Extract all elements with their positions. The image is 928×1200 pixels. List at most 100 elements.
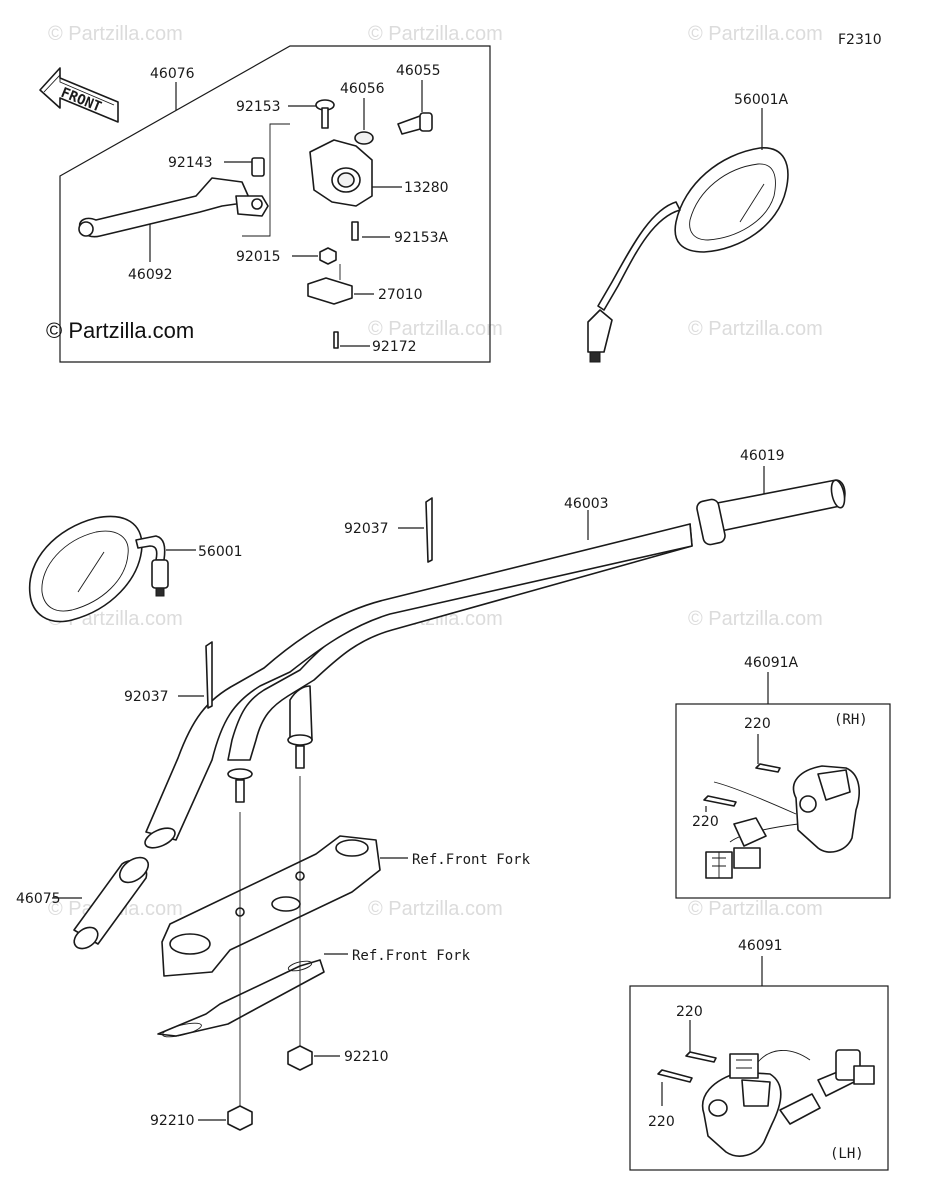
label-92210-left: 92210 [150, 1113, 195, 1129]
mirror-right-reflection [739, 183, 765, 223]
mirror-left-thread [155, 587, 165, 597]
holder-bore-inner [337, 172, 355, 188]
grip-right-end [830, 479, 846, 509]
switch-lh-box [629, 985, 889, 1171]
switch-rh-connector-small [733, 817, 767, 847]
label-56001: 56001 [198, 544, 243, 560]
watermark: © Partzilla.com [368, 898, 503, 920]
label-220-rh-top: 220 [744, 716, 771, 732]
label-92153A: 92153A [394, 230, 449, 246]
handlebar-holder-lower [157, 959, 325, 1037]
label-46092: 46092 [128, 267, 173, 283]
figure-code: F2310 [838, 32, 882, 48]
switch-rh-bore [799, 795, 817, 813]
assembly-bracket [242, 123, 290, 237]
mirror-right-thread [589, 351, 601, 363]
adjuster-46055-head [419, 112, 433, 132]
handlebar-group: 46003 [144, 496, 693, 849]
lower-bore-left [162, 1022, 202, 1038]
mirror-right-stem [597, 201, 681, 311]
mirror-left-reflection [77, 551, 105, 593]
label-lh: (LH) [830, 1146, 864, 1162]
watermark: © Partzilla.com [368, 318, 503, 340]
handlebar-left-tube [145, 523, 693, 841]
front-arrow: FRONT [39, 67, 119, 123]
label-92143: 92143 [168, 155, 213, 171]
bolt-92153A [351, 221, 359, 241]
label-46055: 46055 [396, 63, 441, 79]
grip-right-body [711, 479, 846, 533]
mirror-right-glass [689, 163, 776, 241]
switch-rh-group: 46091A (RH) 220 220 [675, 655, 891, 899]
label-220-lh-left: 220 [648, 1114, 675, 1130]
copyright-text: © Partzilla.com [46, 318, 194, 343]
grip-left-group: 46075 [16, 856, 150, 950]
screw-220-lh-left [657, 1069, 693, 1083]
switch-lh-wire [757, 1050, 811, 1063]
handlebar-holder-upper [161, 835, 381, 977]
switch-lh-connector-right-2 [853, 1065, 875, 1085]
watermark: © Partzilla.com [48, 23, 183, 45]
handlebar-riser-right [289, 685, 313, 741]
clamp-92037-top-group: 92037 [344, 497, 433, 563]
watermark: © Partzilla.com [688, 318, 823, 340]
label-92153: 92153 [236, 99, 281, 115]
washer-46056 [354, 131, 374, 145]
label-rh: (RH) [834, 712, 868, 728]
label-92037-left: 92037 [124, 689, 169, 705]
screw-220-lh-top [685, 1051, 717, 1063]
switch-lh-bore [708, 1099, 728, 1117]
switch-lh-connector-left [729, 1053, 759, 1079]
label-46003: 46003 [564, 496, 609, 512]
label-56001A: 56001A [734, 92, 789, 108]
switch-rh-button-top [817, 769, 851, 801]
riser-left-end [227, 768, 253, 780]
holder-center-hole [271, 896, 301, 912]
riser-right-end [287, 734, 313, 746]
nuts-92210-group: 92210 92210 [150, 1045, 389, 1131]
grip-left-flange [118, 856, 150, 884]
riser-right-stud [295, 745, 305, 769]
switch-lh-connector-grid [736, 1059, 752, 1069]
label-13280: 13280 [404, 180, 449, 196]
mirror-left-group: 56001 [28, 515, 243, 623]
lever-ball-end [78, 221, 94, 237]
handlebar-holder-group: Ref.Front Fork Ref.Front Fork [157, 776, 531, 1106]
mirror-right-base [587, 309, 613, 353]
label-27010: 27010 [378, 287, 423, 303]
label-220-rh-left: 220 [692, 814, 719, 830]
front-arrow-shape [39, 67, 119, 123]
switch-27010 [307, 277, 353, 305]
switch-rh-connector-grid [712, 852, 726, 878]
bushing-92143 [251, 157, 265, 177]
nut-92210-left [227, 1105, 253, 1131]
mirror-left-glass [41, 530, 129, 612]
grip-right-group: 46019 [696, 448, 846, 546]
clutch-lever [78, 177, 251, 238]
lever-assembly-group: 46076 46092 92143 92153 46056 46055 [46, 45, 491, 363]
watermark: © Partzilla.com [688, 23, 823, 45]
mirror-right-head [674, 147, 789, 253]
label-92037-top: 92037 [344, 521, 389, 537]
switch-lh-tube [779, 1093, 821, 1125]
clamp-92037-left-group: 92037 [124, 641, 213, 709]
switch-rh-wire-1 [713, 781, 797, 815]
switch-lh-group: 46091 (LH) 220 220 [629, 938, 889, 1171]
label-220-lh-top: 220 [676, 1004, 703, 1020]
label-46019: 46019 [740, 448, 785, 464]
label-92172: 92172 [372, 339, 417, 355]
label-46091: 46091 [738, 938, 783, 954]
label-46056: 46056 [340, 81, 385, 97]
grip-right-throttle [696, 498, 726, 546]
front-arrow-shade [43, 73, 115, 106]
screw-220-rh-left [703, 795, 737, 807]
switch-rh-connector-2 [733, 847, 761, 869]
clamp-92037-left [205, 641, 213, 709]
lower-bore-right [287, 960, 313, 972]
label-ref-front-fork-1: Ref.Front Fork [412, 852, 531, 868]
grip-left-end [73, 926, 99, 950]
watermark: © Partzilla.com [368, 23, 503, 45]
watermark-layer: © Partzilla.com © Partzilla.com © Partzi… [48, 23, 823, 920]
switch-rh-box [675, 703, 891, 899]
nut-92015 [319, 247, 337, 265]
